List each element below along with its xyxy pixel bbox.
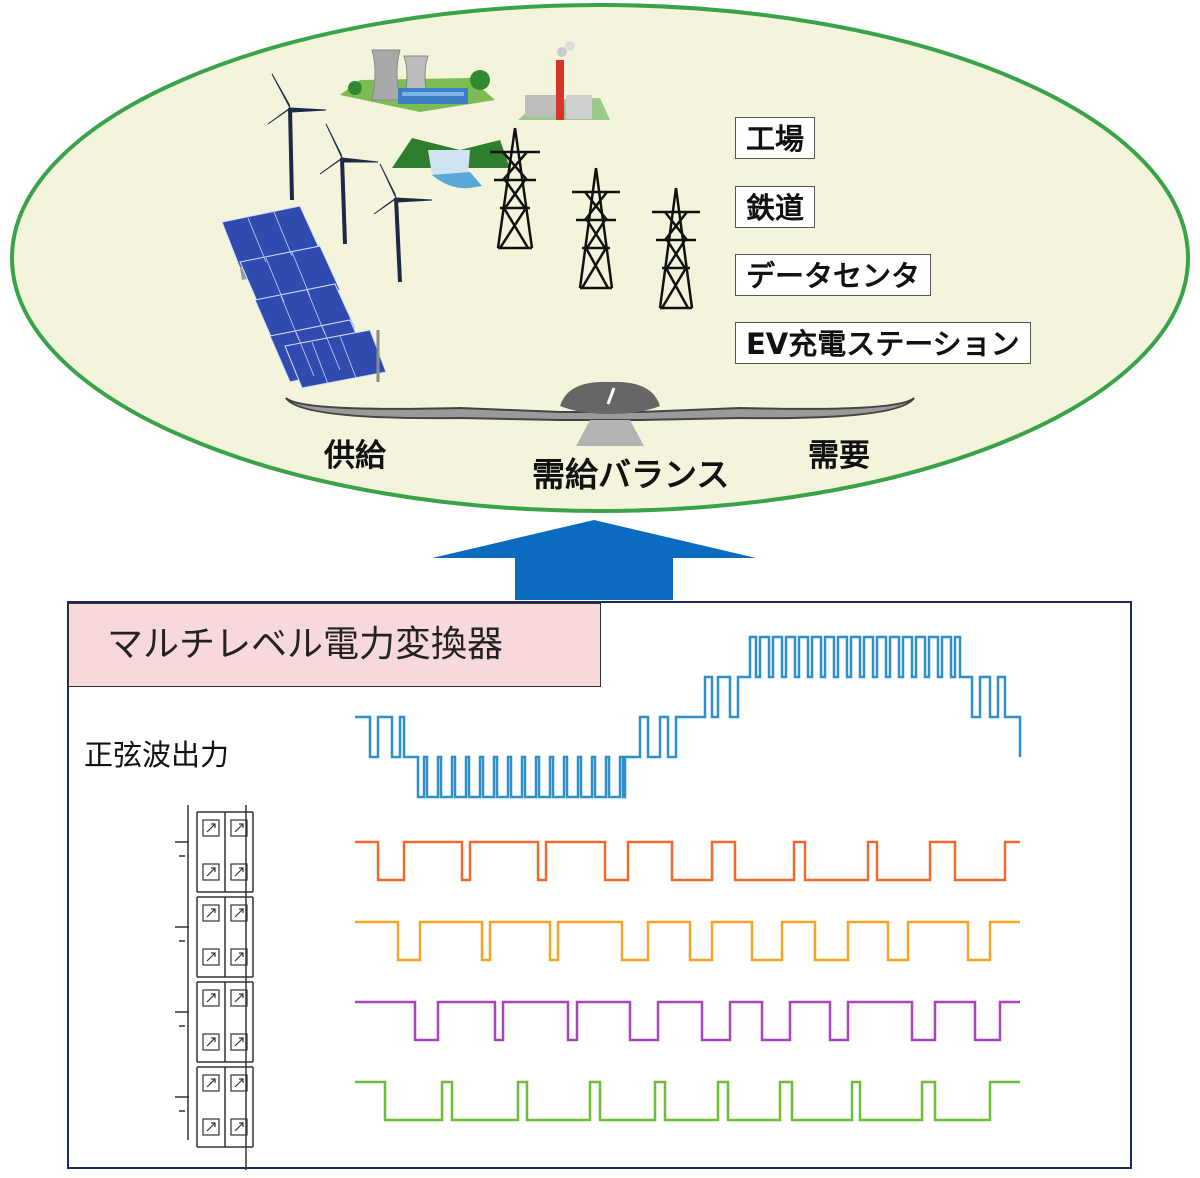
sine-output-label: 正弦波出力 [84,738,230,772]
solar-panel-icon [221,205,387,389]
nuclear-plant-icon [340,49,495,112]
supply-label: 供給 [324,438,386,474]
wind-turbine-icon [267,73,433,283]
demand-item-ev-station: EV充電ステーション [735,322,1031,364]
demand-label: 需要 [808,438,870,474]
sine-output-wave [355,635,1022,799]
demand-item-railway: 鉄道 [735,186,816,228]
pwm-wave-1 [355,840,1020,882]
demand-item-datacenter: データセンタ [735,254,932,296]
h-bridge-cell-icon [174,805,254,1170]
hydro-dam-icon [392,138,510,189]
demand-item-factory: 工場 [735,117,816,159]
converter-title: マルチレベル電力変換器 [68,603,601,687]
converter-frame [67,601,1132,1169]
factory-chimney-icon [518,41,610,120]
transmission-tower-icon [490,127,700,310]
balance-scale-icon [285,381,915,446]
upward-arrow [432,520,756,600]
pwm-wave-3 [355,1000,1020,1042]
balance-label: 需給バランス [532,455,730,494]
pwm-wave-4 [355,1080,1020,1122]
pwm-wave-2 [355,920,1020,962]
